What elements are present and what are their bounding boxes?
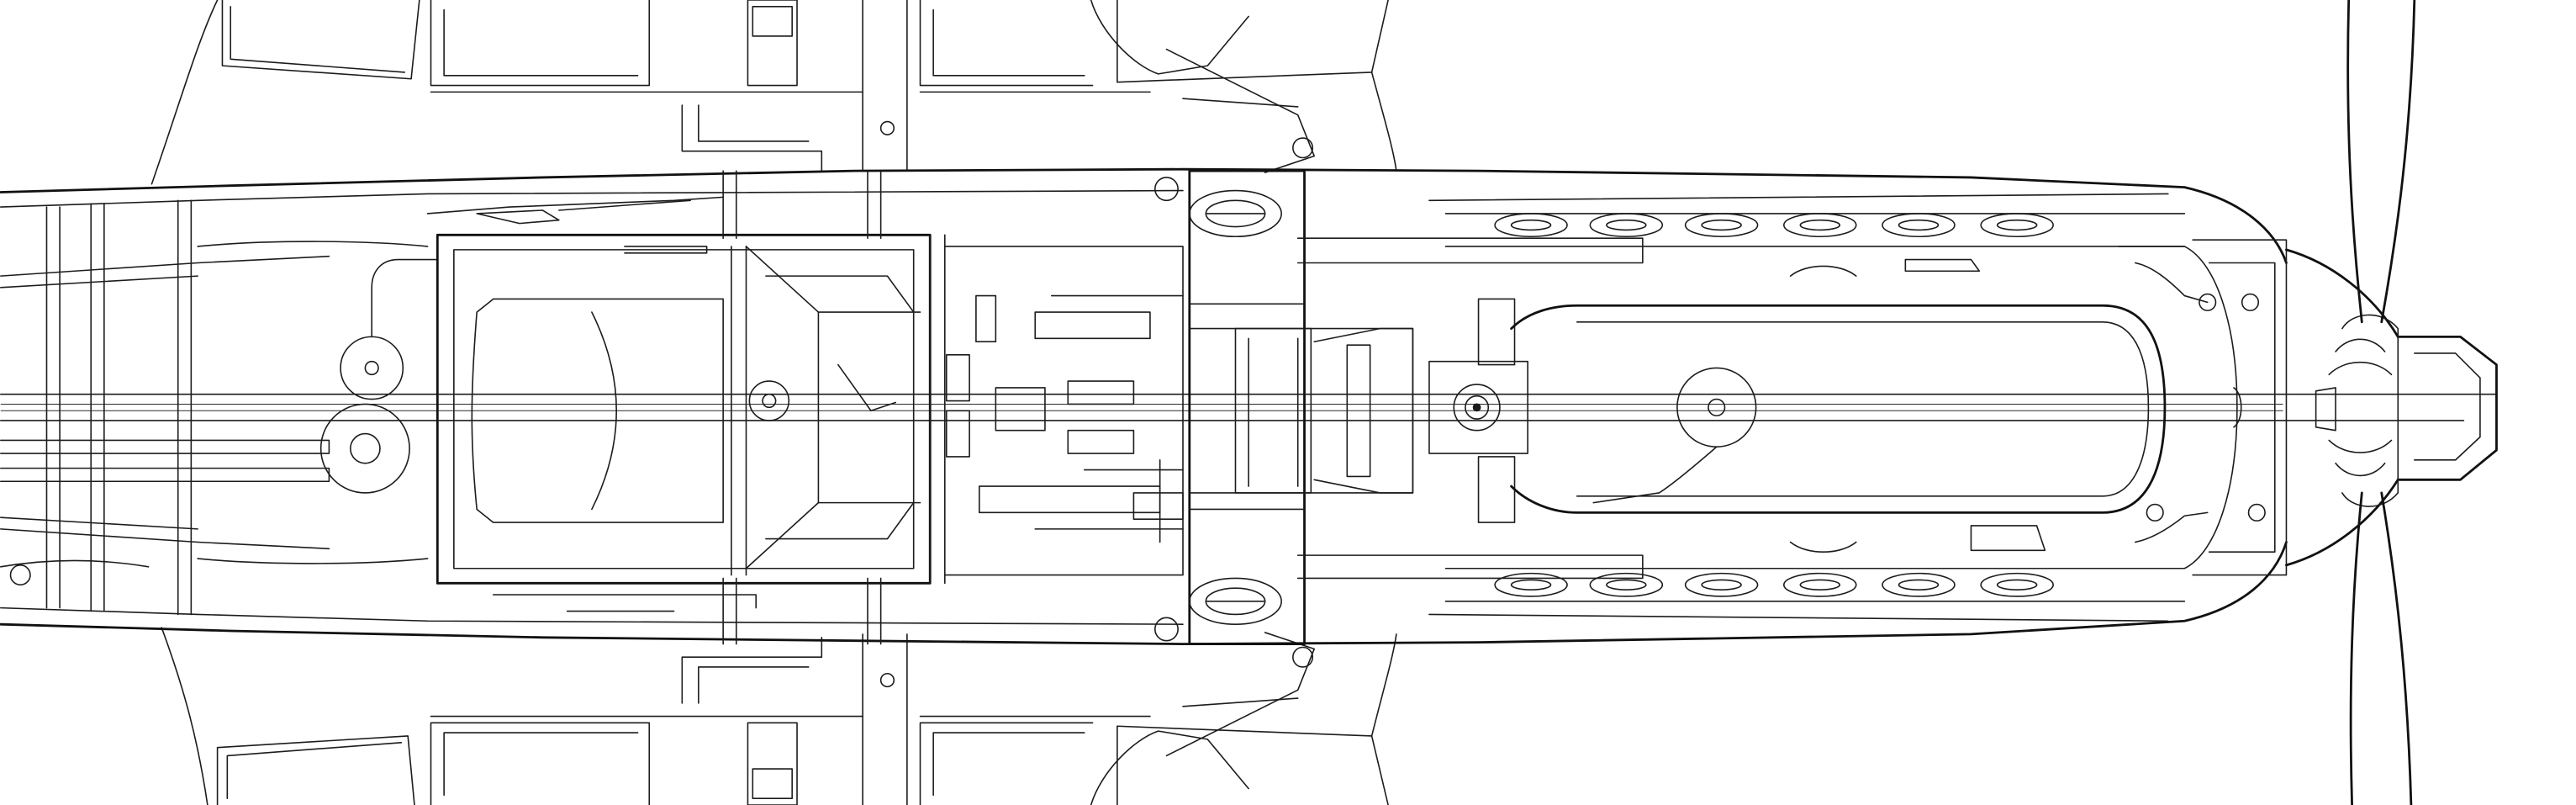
engine-block: [1429, 193, 2184, 621]
exhaust-stubs-upper: [1495, 214, 2053, 236]
oxygen-disc-upper: [340, 260, 435, 400]
propeller-blade-lower: [2351, 493, 2411, 805]
exhaust-stubs-lower: [1495, 574, 2053, 596]
engine-accessory-section: [1190, 171, 1643, 643]
engine-cowling-nose: [2119, 240, 2398, 575]
oxygen-disc-lower: [321, 404, 409, 492]
rear-fuselage-frames: [1, 200, 428, 614]
cockpit-section: [428, 171, 945, 643]
upper-wing: [151, 0, 1396, 184]
gun-bay: [945, 177, 1183, 641]
lower-wing: [161, 628, 1396, 805]
propeller-blade-upper: [2348, 0, 2415, 322]
propeller-spinner: [2316, 315, 2497, 506]
